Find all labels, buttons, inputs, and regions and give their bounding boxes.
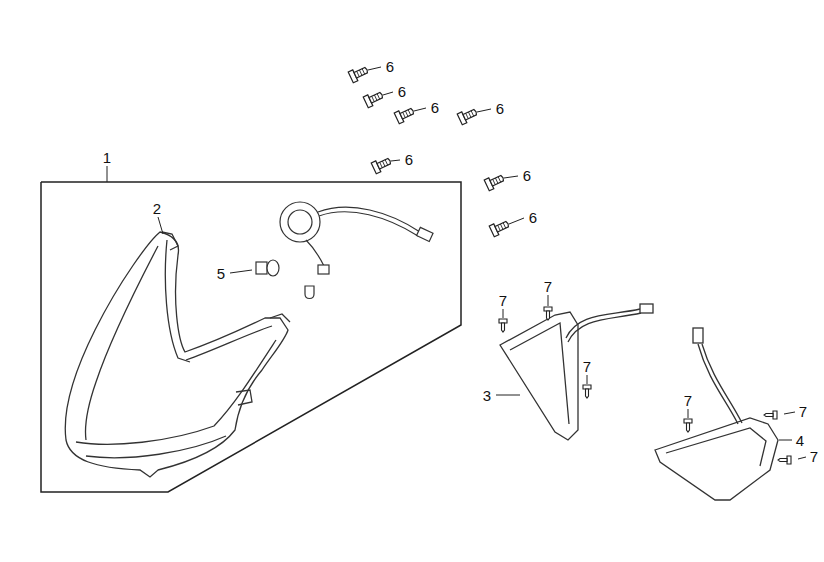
leader-line [477,109,491,112]
callout-number: 5 [216,265,226,282]
socket-wire [319,212,418,236]
headlight-tab [270,314,290,322]
screw [583,385,591,398]
screw [371,155,392,173]
headlight-inner-line [186,326,272,360]
callout-number: 3 [482,387,492,404]
callout-number: 6 [522,167,532,184]
headlight-tab [236,390,252,405]
leader-line [798,457,806,459]
leader-line [548,295,549,306]
leader-line [779,440,792,441]
wire-connector [640,304,653,313]
small-bulb [305,286,314,299]
signal-wire [568,313,641,342]
screw-7-set [499,307,791,464]
callout-number: 7 [809,448,819,465]
screw-6-set [348,64,510,236]
screw [544,307,552,320]
socket-wire [306,240,324,266]
leader-line [496,395,520,396]
callout-number: 2 [152,200,162,217]
screw [363,89,384,107]
signal-inner-line [510,323,569,424]
callout-number: 6 [495,100,505,117]
screw [764,411,777,419]
callout-number: 7 [582,358,592,375]
leader-line [509,218,524,224]
signal-inner-line [666,428,766,466]
leader-line [158,217,163,234]
callout-number: 6 [430,99,440,116]
leader-line [587,375,588,384]
screw [499,319,507,332]
leader-lines [107,67,806,459]
leader-line [784,412,795,414]
wire-connector [693,328,703,343]
callout-number: 7 [498,292,508,309]
assembly-border [41,182,461,492]
assembly-outline [41,182,461,492]
leader-line [383,92,393,95]
screw [484,172,505,190]
signal-wire [702,344,742,423]
screw [394,105,415,123]
leader-line [503,309,504,318]
callout-number: 6 [385,58,395,75]
headlight-inner-line [86,436,226,458]
callout-number: 7 [683,392,693,409]
headlight-bulb [256,260,279,276]
bulb-glass [267,260,279,276]
bulb-socket [280,202,433,299]
assembly-box: 1 [41,182,461,492]
socket-ring [288,210,312,234]
leader-line [504,176,518,178]
callout-number: 7 [543,278,553,295]
turn-signal-left [500,304,653,440]
headlight-tab [162,232,178,250]
screw [778,456,791,464]
callout-number: 6 [528,209,538,226]
leader-line [414,108,426,111]
screw [457,106,478,124]
leader-line [368,67,381,70]
screw [684,419,692,432]
callout-number: 1 [102,149,112,166]
signal-outline [655,418,778,500]
callout-number: 4 [795,432,805,449]
headlight-lens [65,232,290,477]
headlight-inner-line [85,246,158,440]
socket-ring [280,202,320,242]
signal-outline [500,312,578,440]
leader-line [391,160,400,161]
screw [489,218,510,236]
callout-number: 7 [798,403,808,420]
screw [348,64,369,82]
signal-wire [698,344,738,424]
wire-connector [318,265,329,274]
leader-line [107,166,108,182]
leader-line [688,409,689,418]
callout-number: 6 [404,151,414,168]
headlight-outline [65,232,288,477]
headlight-inner-line [76,340,276,444]
headlight-inner-line [165,240,190,362]
callout-number: 6 [397,83,407,100]
bulb-base [256,262,267,274]
leader-line [230,270,252,273]
signal-wire [566,309,640,338]
wire-connector [417,227,433,241]
turn-signal-right [655,328,778,500]
